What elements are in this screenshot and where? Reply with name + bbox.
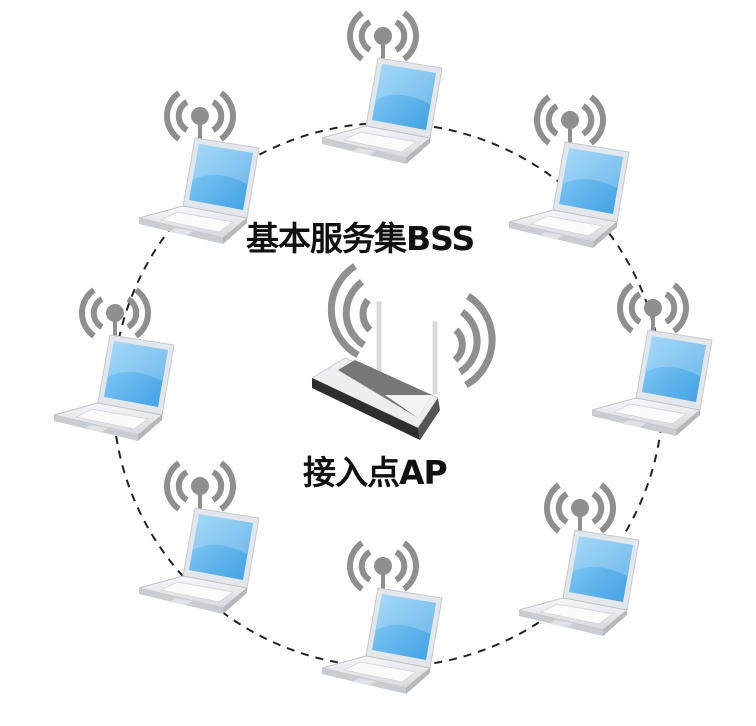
router-signal-icon <box>327 263 496 389</box>
station-laptop-top-left[interactable] <box>139 93 259 244</box>
bss-label: 基本服务集BSS <box>246 219 475 258</box>
station-laptop-left[interactable] <box>54 290 174 441</box>
access-point-label: 接入点AP <box>303 453 448 492</box>
access-point-router[interactable]: Wi Fi <box>287 263 496 440</box>
station-laptop-bottom-right[interactable] <box>519 485 639 636</box>
station-laptop-bottom-left[interactable] <box>139 463 259 614</box>
station-laptop-top-right[interactable] <box>509 97 629 248</box>
station-laptop-bottom[interactable] <box>322 543 442 694</box>
station-laptop-right[interactable] <box>592 285 712 436</box>
station-laptop-top[interactable] <box>322 13 442 164</box>
router-wifi-badge: Wi Fi <box>287 344 329 372</box>
